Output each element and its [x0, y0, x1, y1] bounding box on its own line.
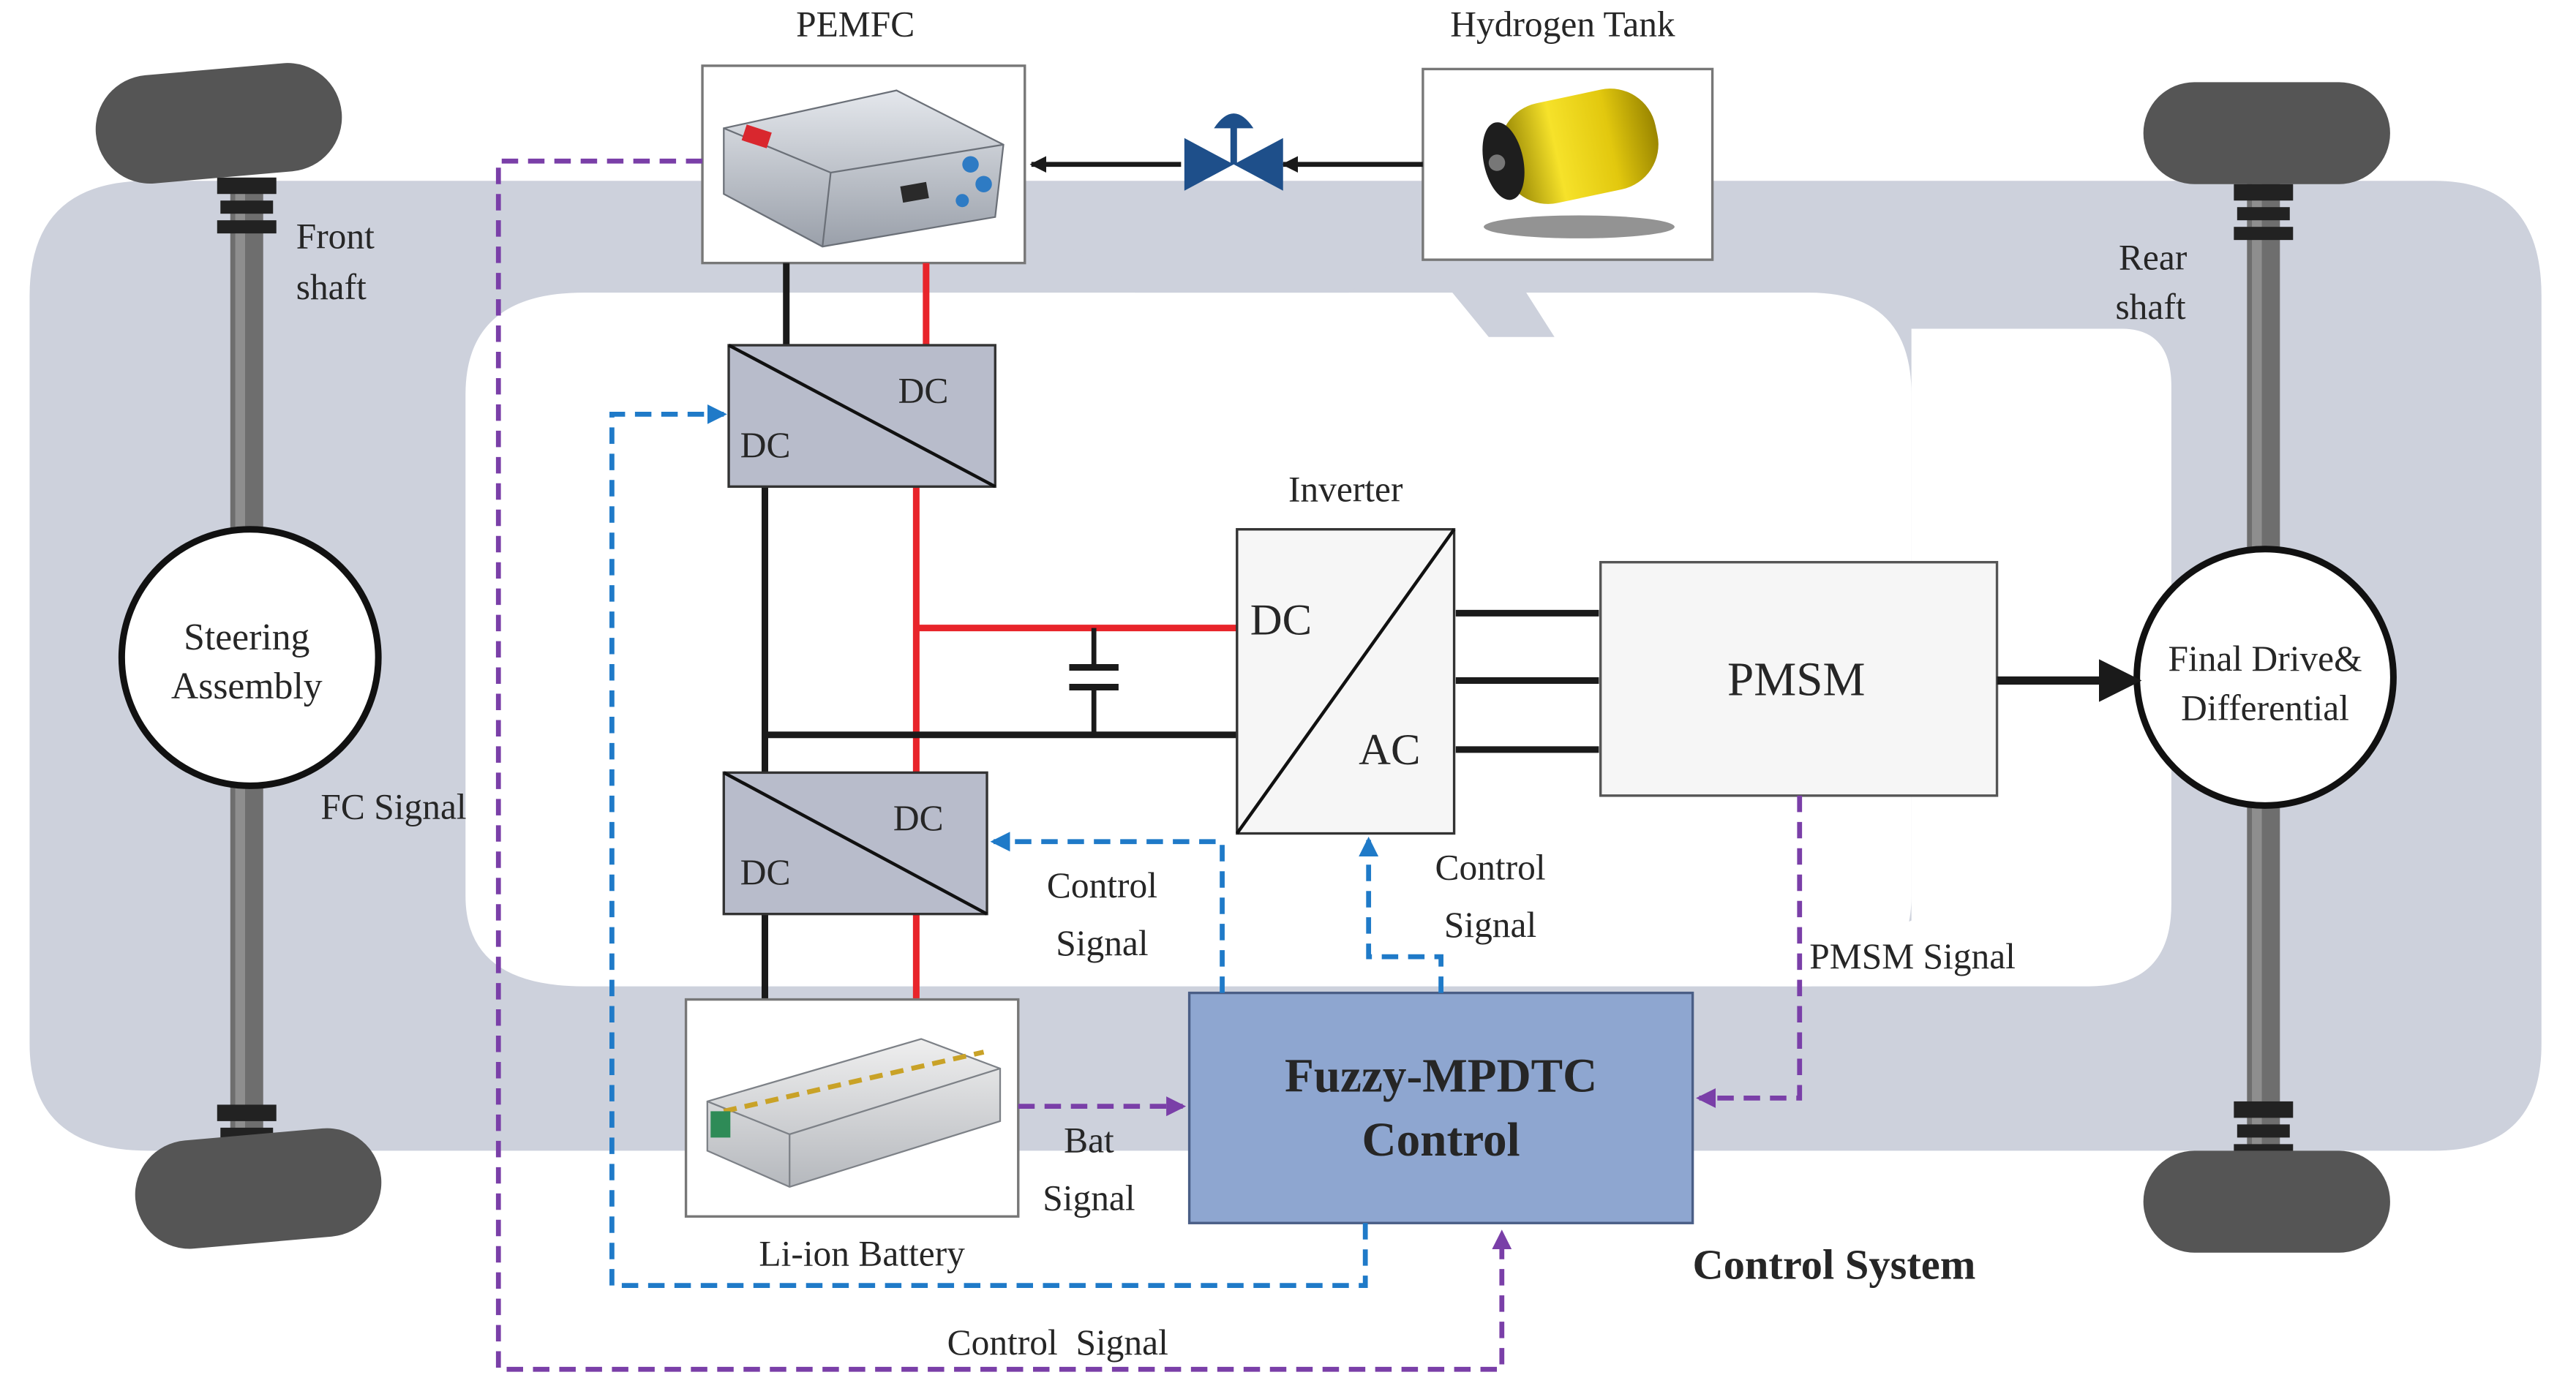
dcdc-top-output-label: DC	[898, 371, 949, 411]
rear-shaft-label-1: Rear	[2119, 238, 2188, 278]
control-signal-left-label-1: Control	[1047, 865, 1157, 905]
control-signal-bottom-label: Control Signal	[947, 1322, 1168, 1363]
pemfc-label: PEMFC	[796, 4, 915, 44]
battery-pack-icon	[706, 1038, 1002, 1188]
steering-assembly: Steering Assembly	[118, 526, 382, 789]
control-line-inverter	[1359, 837, 1443, 993]
dcdc-converter-top: DC DC	[727, 344, 996, 489]
front-shaft-label-1: Front	[296, 216, 375, 256]
control-signal-right-label-1: Control	[1435, 847, 1546, 887]
front-left-wheel	[95, 63, 342, 184]
controller-label-1: Fuzzy-MPDTC	[1285, 1050, 1597, 1102]
inverter-dc-label: DC	[1250, 596, 1312, 645]
steering-label-2: Assembly	[171, 666, 323, 707]
final-drive-label-2: Differential	[2181, 687, 2349, 728]
control-signal-right-label-2: Signal	[1444, 905, 1536, 945]
pmsm-label: PMSM	[1727, 654, 1865, 707]
capacitor-icon	[1069, 628, 1119, 735]
front-shaft-label-2: shaft	[296, 267, 367, 307]
hydrogen-cylinder-icon	[1482, 88, 1675, 238]
pmsm-signal-line	[1696, 795, 1803, 1108]
control-signals-blue	[609, 404, 1443, 1289]
final-drive-differential: Final Drive& Differential	[2133, 546, 2397, 809]
dcdc-bottom-input-label: DC	[740, 852, 791, 892]
inverter-label: Inverter	[1288, 470, 1403, 510]
control-system-label: Control System	[1692, 1241, 1975, 1289]
fc-signal-label: FC Signal	[320, 786, 466, 826]
inverter-box: DC AC	[1235, 528, 1456, 835]
fc-signal-line	[495, 158, 1512, 1372]
front-right-wheel	[135, 1128, 382, 1249]
hydrogen-tank-label: Hydrogen Tank	[1450, 4, 1675, 44]
rear-right-wheel	[2143, 1150, 2390, 1253]
rear-left-wheel	[2143, 82, 2390, 184]
inverter-ac-label: AC	[1359, 726, 1420, 775]
final-drive-label-1: Final Drive&	[2168, 638, 2362, 679]
power-wiring	[762, 263, 1599, 1000]
controller-label-2: Control	[1362, 1114, 1520, 1167]
control-line-bottom-dcdc	[990, 832, 1225, 993]
dcdc-converter-bottom: DC DC	[722, 771, 988, 916]
li-ion-battery-box	[684, 998, 1020, 1218]
dcdc-bottom-output-label: DC	[893, 798, 944, 838]
feedback-signals-purple	[495, 158, 1803, 1372]
valve-icon	[1184, 113, 1283, 191]
dcdc-top-input-label: DC	[740, 425, 791, 465]
fuel-cell-stack-icon	[723, 89, 1005, 248]
pmsm-box: PMSM	[1599, 561, 1999, 797]
fuzzy-mpdtc-controller: Fuzzy-MPDTC Control	[1187, 991, 1694, 1224]
bat-signal-label-1: Bat	[1064, 1120, 1114, 1161]
control-line-top-dcdc	[609, 404, 1368, 1289]
bat-signal-label-2: Signal	[1043, 1178, 1135, 1218]
control-signal-left-label-2: Signal	[1056, 923, 1148, 963]
pmsm-signal-label: PMSM Signal	[1809, 936, 2016, 976]
pemfc-box	[701, 64, 1026, 265]
hydrogen-tank-box	[1422, 67, 1714, 261]
rear-shaft-label-2: shaft	[2115, 287, 2185, 327]
steering-label-1: Steering	[184, 617, 309, 658]
li-ion-battery-label: Li-ion Battery	[759, 1234, 965, 1274]
